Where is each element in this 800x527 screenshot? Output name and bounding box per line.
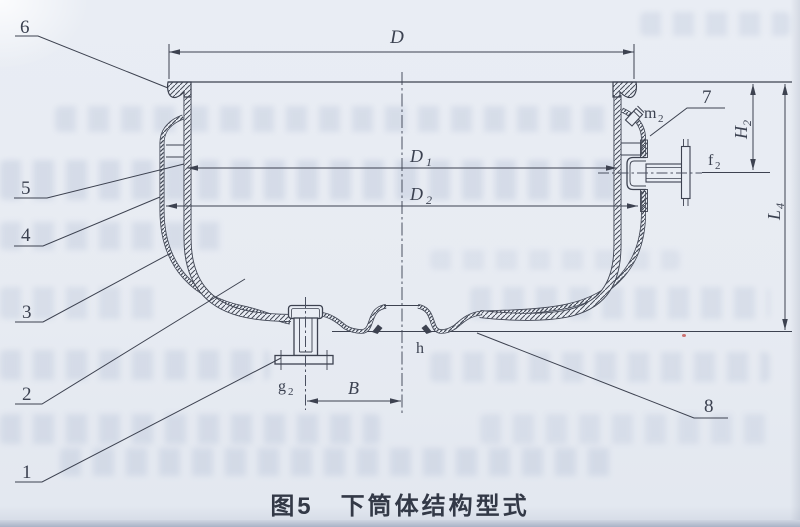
dimple-foot — [372, 324, 383, 334]
dim-label-H2-sub: 2 — [740, 120, 754, 126]
part-label-8: 8 — [704, 396, 714, 417]
arrowhead — [750, 159, 756, 170]
arrowhead — [623, 49, 634, 55]
dimension-B: B — [307, 378, 401, 404]
bleedthrough-smudge — [0, 414, 380, 444]
arrowhead — [627, 203, 638, 209]
part-label-5: 5 — [21, 178, 31, 199]
arrowhead — [187, 165, 198, 171]
bleedthrough-smudge — [430, 352, 770, 382]
page-corner-highlight — [0, 0, 90, 70]
dim-label-m2-sub: 2 — [658, 113, 664, 125]
part-label-6: 6 — [20, 17, 30, 38]
arrowhead — [169, 49, 180, 55]
arrowhead — [750, 84, 756, 95]
bleedthrough-smudge — [0, 160, 620, 200]
dim-label-D1-sub: 1 — [426, 155, 432, 169]
drain-bolt-ticks — [280, 350, 328, 370]
leader-2 — [15, 278, 246, 405]
red-speck — [682, 334, 686, 337]
arrowhead — [782, 319, 788, 330]
dimension-D1: D 1 — [187, 146, 617, 171]
dim-label-D1: D — [409, 146, 423, 166]
dim-label-h: h — [416, 340, 424, 357]
part-label-2: 2 — [22, 384, 32, 405]
jacket-support-rings — [166, 142, 641, 158]
dim-label-L4-sub: 4 — [773, 203, 787, 209]
dim-label-m2: m — [644, 105, 657, 122]
dim-label-f2-sub: 2 — [715, 160, 721, 172]
leader-6 — [15, 35, 169, 89]
dimension-H2: H 2 — [731, 84, 756, 170]
leader-4 — [14, 196, 161, 247]
drain-nozzle — [274, 297, 334, 410]
bleedthrough-smudge — [55, 106, 610, 132]
bleedthrough-smudge — [480, 414, 770, 444]
leader-7 — [649, 107, 725, 137]
page-edge-bottom — [0, 520, 800, 527]
bleedthrough-smudge — [60, 448, 620, 476]
extension-lines — [168, 44, 635, 79]
dim-label-B: B — [348, 378, 359, 398]
part-label-4: 4 — [21, 225, 31, 246]
arrowhead — [782, 84, 788, 95]
dimple-foot — [421, 324, 432, 334]
arrowhead — [606, 165, 617, 171]
leader-8 — [476, 332, 728, 419]
part-label-3: 3 — [22, 302, 32, 323]
jacket-stub — [624, 105, 645, 127]
dim-label-H2: H — [731, 125, 751, 140]
arrowhead — [166, 203, 177, 209]
bottom-head — [319, 304, 792, 334]
bleedthrough-smudge — [640, 12, 790, 36]
part-label-7: 7 — [702, 87, 712, 108]
drain-flange — [274, 354, 334, 365]
side-nozzle — [598, 139, 770, 212]
dim-label-f2: f — [708, 152, 714, 169]
page-edge-right — [790, 0, 800, 527]
flange-bolt-ticks — [683, 139, 689, 206]
leader-3 — [15, 252, 172, 323]
dim-label-D: D — [389, 27, 404, 48]
leader-5 — [14, 163, 185, 199]
bleedthrough-smudge — [0, 287, 160, 319]
dimension-L4: L 4 — [764, 84, 788, 330]
dim-label-D2: D — [409, 184, 423, 204]
dim-label-g2: g — [278, 378, 286, 395]
dimension-D: D — [168, 27, 635, 79]
bleedthrough-smudge — [0, 350, 270, 380]
dimension-D2: D 2 — [166, 184, 638, 209]
dim-label-D2-sub: 2 — [426, 193, 432, 207]
part-label-1: 1 — [22, 462, 32, 483]
figure-caption: 图5 下筒体结构型式 — [270, 493, 530, 520]
arrowhead — [390, 398, 401, 404]
rim-flange — [166, 81, 792, 99]
jacket-wall — [159, 107, 646, 325]
dim-label-g2-sub: 2 — [288, 386, 294, 398]
leader-1 — [15, 357, 282, 483]
arrowhead — [307, 398, 318, 404]
inner-vessel-wall — [183, 95, 622, 322]
leader-lines — [14, 35, 728, 483]
dim-label-L4: L — [764, 210, 784, 221]
